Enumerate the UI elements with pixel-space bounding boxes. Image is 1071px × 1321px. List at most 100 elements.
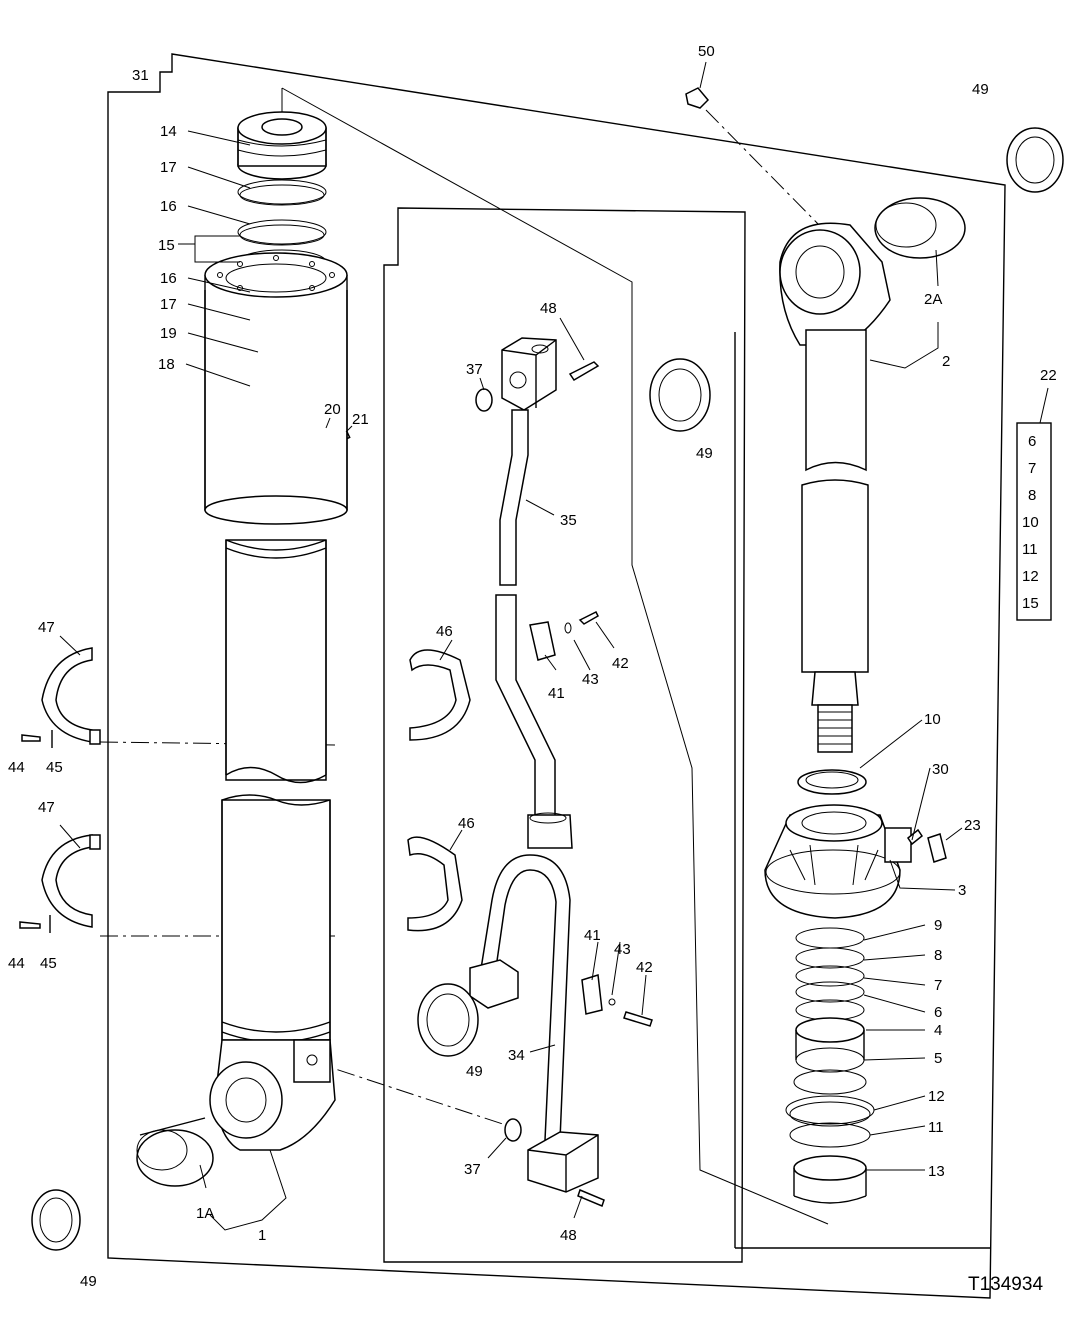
seal-kit-item: 8	[1028, 487, 1036, 504]
label-47-top: 47	[38, 619, 55, 636]
label-46-top: 46	[436, 623, 453, 640]
seal-kit-label: 22	[1040, 367, 1057, 384]
bolts-44	[19, 730, 53, 933]
pipe-35-upper	[499, 409, 529, 586]
label-31: 31	[132, 67, 149, 84]
seal-kit-item: 7	[1028, 460, 1036, 477]
label-46-bottom: 46	[458, 815, 475, 832]
tube-section-box	[383, 207, 746, 1263]
label-6: 6	[934, 1004, 942, 1021]
label-11: 11	[928, 1119, 944, 1136]
rod-thread-lines	[818, 711, 852, 745]
rod-upper	[805, 329, 867, 472]
label-37-top: 37	[466, 361, 483, 378]
label-3: 3	[958, 882, 966, 899]
label-21: 21	[352, 411, 369, 428]
label-49-middle-lower: 49	[466, 1063, 483, 1080]
grease-fitting	[685, 87, 710, 109]
seal-kit-item: 10	[1022, 514, 1039, 531]
clamp-lower	[41, 834, 101, 928]
label-16-bottom: 16	[160, 270, 177, 287]
rod-lower	[801, 479, 869, 673]
pipe-assembly	[407, 337, 711, 1208]
drawing-id: T134934	[968, 1274, 1043, 1295]
label-15: 15	[158, 237, 175, 254]
bracket-41-upper	[529, 610, 599, 661]
label-44-top: 44	[8, 759, 25, 776]
oring-37-lower	[504, 1118, 522, 1142]
label-23: 23	[964, 817, 981, 834]
label-42-bottom: 42	[636, 959, 653, 976]
label-41-bottom: 41	[584, 927, 601, 944]
pipe-clamp-upper	[409, 649, 471, 741]
bracket-41-lower	[581, 974, 653, 1027]
seal-kit-list: 22 6 7 8 10 11 12 15	[1022, 367, 1057, 612]
label-14: 14	[160, 123, 177, 140]
bolt-48-upper	[568, 361, 600, 382]
label-37-bottom: 37	[464, 1161, 481, 1178]
label-1: 1	[258, 1227, 266, 1244]
label-17-top: 17	[160, 159, 177, 176]
group-outline-31	[107, 53, 1006, 1299]
rod-cover	[764, 804, 912, 919]
label-16-top: 16	[160, 198, 177, 215]
label-35: 35	[560, 512, 577, 529]
label-9: 9	[934, 917, 942, 934]
dust-seal-bottom-left	[31, 1189, 81, 1251]
rod-eye	[779, 222, 891, 346]
label-50: 50	[698, 43, 715, 60]
barrel-tube-lower	[221, 794, 331, 1043]
barrel-clevis	[209, 1039, 336, 1151]
dust-seal-middle-lower	[417, 983, 479, 1057]
barrel-tube-upper	[225, 539, 327, 784]
seal-kit-item: 15	[1022, 595, 1039, 612]
label-2a: 2A	[924, 291, 942, 308]
label-43-bottom: 43	[614, 941, 631, 958]
label-49-top-right: 49	[972, 81, 989, 98]
seal-kit-item: 6	[1028, 433, 1036, 450]
label-47-bottom: 47	[38, 799, 55, 816]
pipe-clamp-lower	[407, 836, 463, 932]
leader-lines	[59, 61, 1049, 1231]
label-5: 5	[934, 1050, 942, 1067]
reference-lines	[99, 87, 829, 1225]
label-12: 12	[928, 1088, 945, 1105]
label-44-bottom: 44	[8, 955, 25, 972]
rod-seals	[785, 927, 875, 1204]
label-10: 10	[924, 711, 941, 728]
upper-pipe-block	[501, 337, 557, 411]
label-34: 34	[508, 1047, 525, 1064]
rod-bushing	[874, 197, 966, 259]
dust-seal-top-right	[1006, 127, 1064, 193]
label-48-top: 48	[540, 300, 557, 317]
clamp-upper	[41, 647, 101, 745]
seal-kit-item: 11	[1022, 541, 1038, 558]
bolt-30	[906, 828, 924, 846]
label-1a: 1A	[196, 1205, 214, 1222]
label-19: 19	[160, 325, 177, 342]
piston	[237, 111, 327, 180]
label-43-top: 43	[582, 671, 599, 688]
label-13: 13	[928, 1163, 945, 1180]
bolt-48-lower	[577, 1188, 605, 1208]
label-4: 4	[934, 1022, 942, 1039]
part-labels: 31 50 49 14 17 16 15 16 17 19 18 20 21 4…	[8, 43, 989, 1290]
bolt-23	[927, 833, 947, 863]
barrel-assembly	[19, 111, 351, 1251]
seal-kit-item: 12	[1022, 568, 1039, 585]
label-49-middle-upper: 49	[696, 445, 713, 462]
rod-assembly	[685, 87, 1064, 1204]
rod-neck	[811, 671, 859, 706]
label-48-bottom: 48	[560, 1227, 577, 1244]
oring-37-upper	[475, 388, 493, 412]
label-45-top: 45	[46, 759, 63, 776]
label-42-top: 42	[612, 655, 629, 672]
lower-pipe-block	[527, 1131, 599, 1193]
label-45-bottom: 45	[40, 955, 57, 972]
middle-pipe-block	[527, 812, 573, 849]
dust-seal-middle-upper	[649, 358, 711, 432]
label-2: 2	[942, 353, 950, 370]
label-18: 18	[158, 356, 175, 373]
barrel-flange	[204, 252, 348, 525]
